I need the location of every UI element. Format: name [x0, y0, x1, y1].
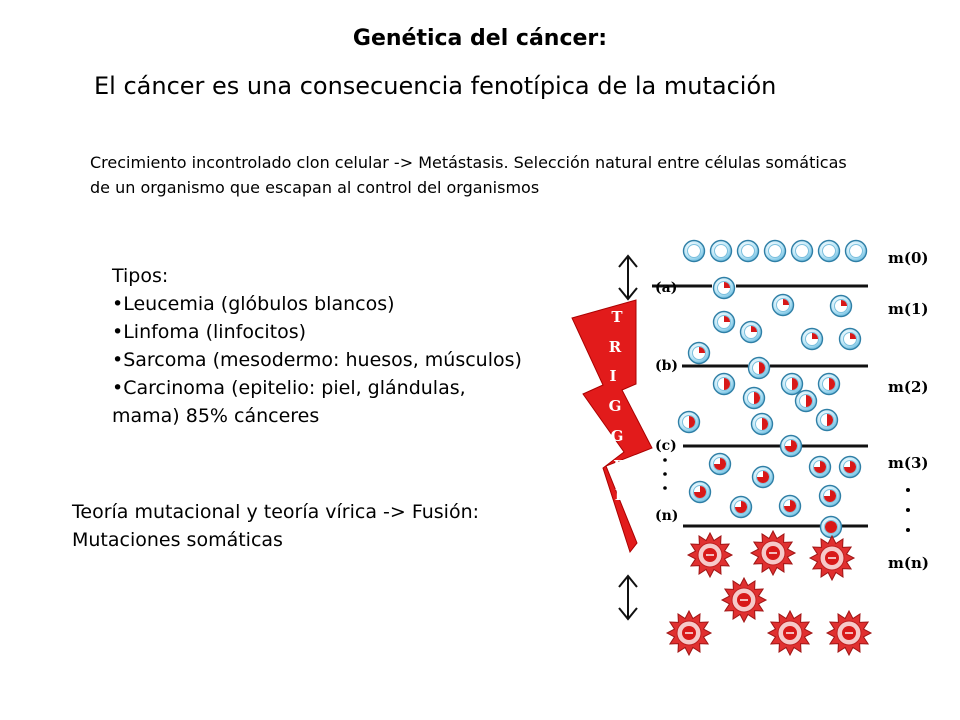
description-paragraph: Crecimiento incontrolado clon celular ->… — [90, 153, 847, 197]
stage-label: (n) — [655, 508, 678, 524]
cell-icon — [771, 293, 795, 317]
arrow-icon — [618, 254, 638, 301]
cell-icon — [808, 455, 832, 479]
theory-line: Teoría mutacional y teoría vírica -> Fus… — [72, 501, 480, 523]
cell-icon — [712, 310, 736, 334]
trigger-bolt-icon — [571, 299, 653, 554]
tumor-cell-icon — [808, 534, 856, 582]
cell-icon — [712, 372, 736, 396]
page-title: Genética del cáncer: — [352, 26, 608, 51]
types-list: Tipos: •Leucemia (glóbulos blancos) •Lin… — [112, 262, 582, 430]
arrow-icon — [618, 574, 638, 621]
mutation-label: m(2) — [888, 378, 929, 396]
types-heading: Tipos: — [112, 265, 169, 287]
cell-icon — [818, 484, 842, 508]
trigger-letter: G — [611, 427, 624, 445]
stage-label: (b) — [655, 358, 678, 374]
trigger-letter: T — [611, 308, 623, 326]
cell-icon — [729, 495, 753, 519]
ellipsis-dots — [663, 458, 667, 490]
cell-icon — [838, 455, 862, 479]
tumor-cell-icon — [720, 576, 768, 624]
cell-icon — [844, 239, 868, 263]
page-subtitle: El cáncer es una consecuencia fenotípica… — [94, 72, 777, 100]
stage-label: (a) — [655, 280, 677, 296]
tumor-cell-icon — [766, 609, 814, 657]
types-item: •Linfoma (linfocitos) — [112, 321, 307, 343]
mutation-label: m(1) — [888, 300, 929, 318]
types-item: •Leucemia (glóbulos blancos) — [112, 293, 395, 315]
cell-icon — [800, 327, 824, 351]
cell-icon — [751, 465, 775, 489]
types-item: mama) 85% cánceres — [112, 405, 320, 427]
mutation-label: m(3) — [888, 454, 929, 472]
cell-icon — [780, 372, 804, 396]
trigger-letter: E — [613, 457, 624, 475]
mutation-label: m(0) — [888, 249, 929, 267]
cell-icon — [682, 239, 706, 263]
tumor-cell-icon — [825, 609, 873, 657]
cell-icon — [779, 434, 803, 458]
tumor-cell-icon — [686, 531, 734, 579]
trigger-letter: G — [609, 397, 622, 415]
theory-block: Teoría mutacional y teoría vírica -> Fus… — [72, 498, 572, 554]
cell-icon — [763, 239, 787, 263]
cell-icon — [677, 410, 701, 434]
types-item: •Carcinoma (epitelio: piel, glándulas, — [112, 377, 466, 399]
cell-icon — [739, 320, 763, 344]
cell-icon — [712, 276, 736, 300]
trigger-letter: R — [615, 486, 628, 504]
trigger-letter: I — [609, 367, 616, 385]
cell-icon — [819, 515, 843, 539]
tumor-cell-icon — [749, 529, 797, 577]
cell-icon — [736, 239, 760, 263]
cell-icon — [687, 341, 711, 365]
cell-icon — [815, 408, 839, 432]
tumor-cell-icon — [665, 609, 713, 657]
cell-icon — [794, 389, 818, 413]
cell-icon — [688, 480, 712, 504]
cell-icon — [747, 356, 771, 380]
cell-icon — [709, 239, 733, 263]
types-item: •Sarcoma (mesodermo: huesos, músculos) — [112, 349, 522, 371]
cell-icon — [817, 239, 841, 263]
ellipsis-dots — [906, 488, 910, 532]
cell-icon — [838, 327, 862, 351]
theory-line: Mutaciones somáticas — [72, 529, 283, 551]
cell-icon — [708, 452, 732, 476]
cell-icon — [742, 386, 766, 410]
cell-icon — [829, 294, 853, 318]
cell-icon — [750, 412, 774, 436]
cell-icon — [778, 494, 802, 518]
stage-label: (c) — [655, 438, 677, 454]
mutation-label: m(n) — [888, 554, 929, 572]
cell-icon — [817, 372, 841, 396]
trigger-letter: R — [609, 338, 622, 356]
cell-icon — [790, 239, 814, 263]
